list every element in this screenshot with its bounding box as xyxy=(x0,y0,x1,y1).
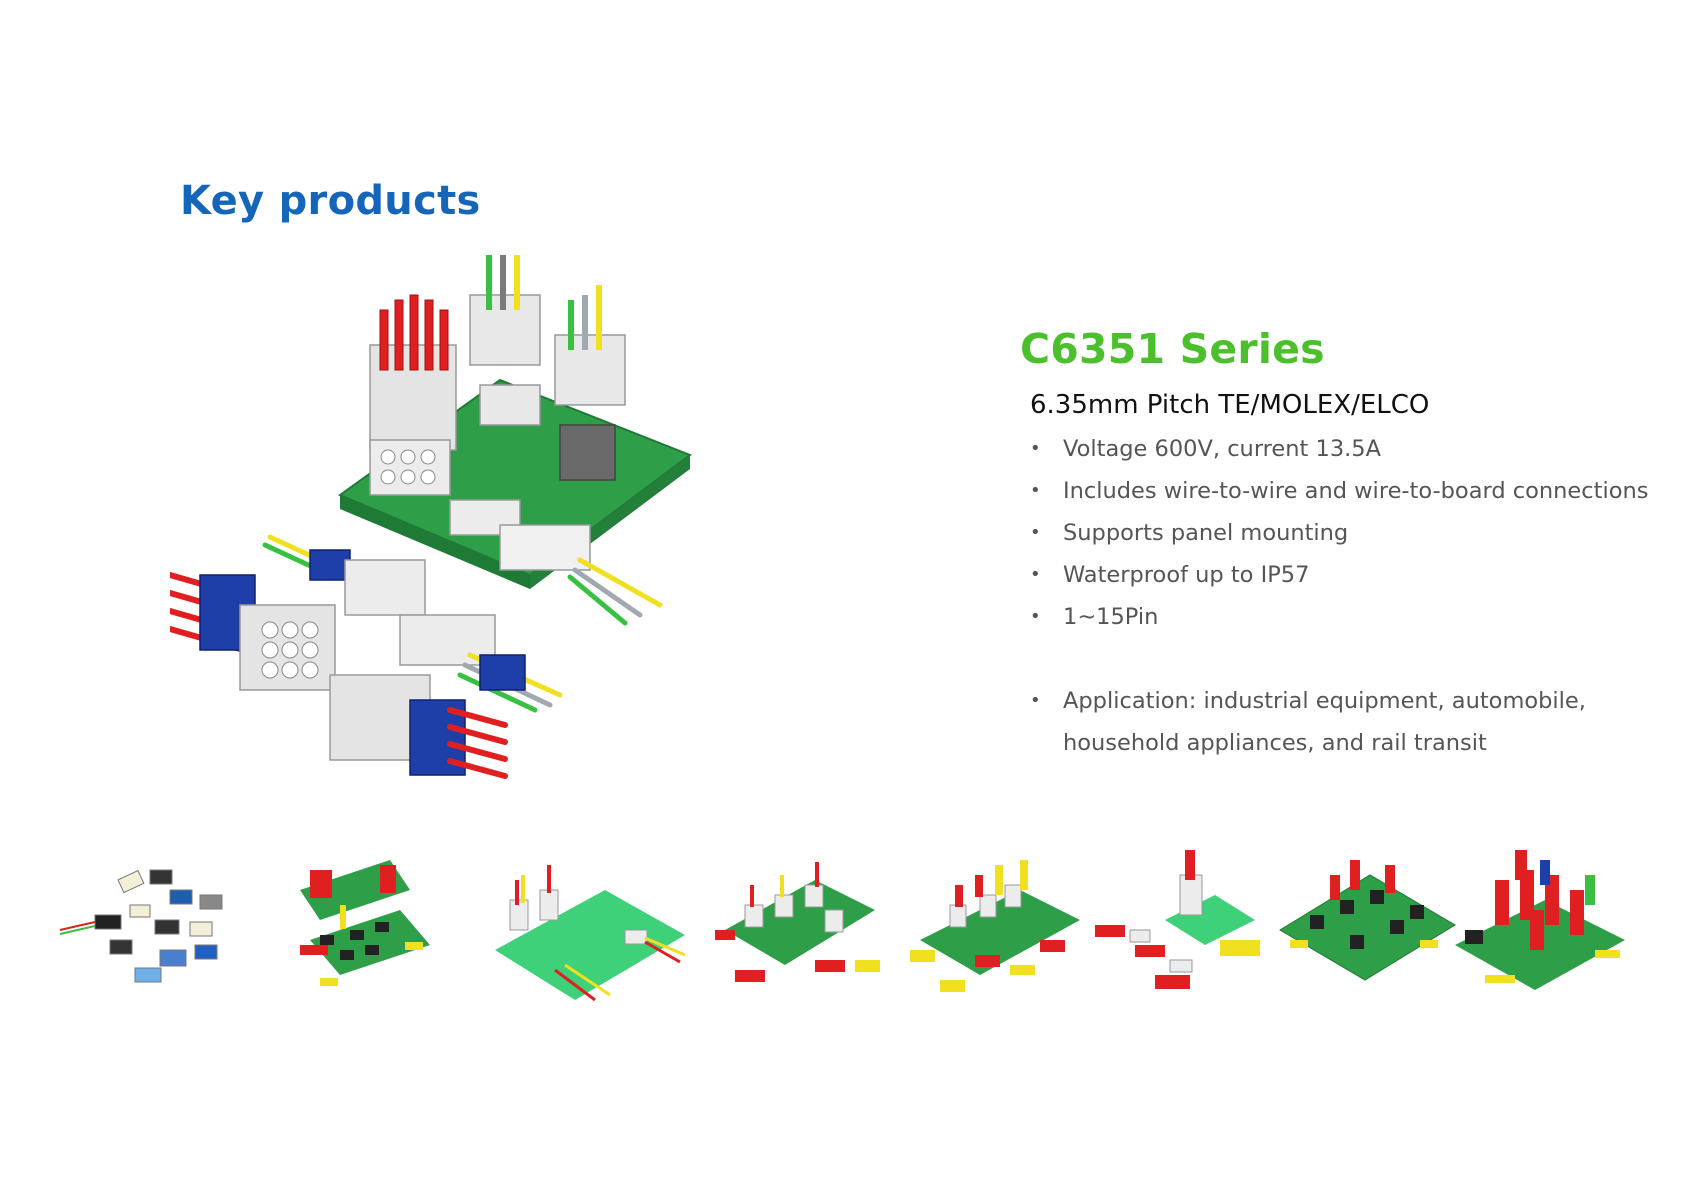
bullet-icon: • xyxy=(1030,564,1041,585)
bullet-icon: • xyxy=(1030,480,1041,501)
hero-connector-illustration xyxy=(170,255,693,779)
feature-item: •Waterproof up to IP57 xyxy=(1030,554,1660,596)
connector-family-thumbnail-1 xyxy=(59,869,223,983)
connector-family-thumbnail-6 xyxy=(1095,850,1260,989)
feature-item: •1~15Pin xyxy=(1030,596,1660,638)
connector-family-thumbnail-2 xyxy=(300,860,430,986)
series-title: C6351 Series xyxy=(1020,325,1325,373)
application-item: •Application: industrial equipment, auto… xyxy=(1030,680,1653,764)
feature-item: •Supports panel mounting xyxy=(1030,512,1660,554)
connector-family-thumbnail-7 xyxy=(1279,860,1456,981)
connector-family-thumbnail-8 xyxy=(1455,850,1625,990)
page-title: Key products xyxy=(180,178,481,224)
feature-item: •Includes wire-to-wire and wire-to-board… xyxy=(1030,470,1660,512)
feature-list: •Voltage 600V, current 13.5A •Includes w… xyxy=(1020,428,1660,764)
connector-family-thumbnail-4 xyxy=(715,862,880,982)
series-info-panel: C6351 Series 6.35mm Pitch TE/MOLEX/ELCO … xyxy=(1020,325,1660,764)
feature-item: •Voltage 600V, current 13.5A xyxy=(1030,428,1660,470)
bullet-icon: • xyxy=(1030,690,1041,711)
series-subtitle: 6.35mm Pitch TE/MOLEX/ELCO xyxy=(1030,390,1430,420)
bullet-icon: • xyxy=(1030,606,1041,627)
bullet-icon: • xyxy=(1030,522,1041,543)
bullet-icon: • xyxy=(1030,438,1041,459)
product-thumbnail-strip xyxy=(50,850,1650,1020)
connector-family-thumbnail-5 xyxy=(910,860,1080,992)
connector-family-thumbnail-3 xyxy=(495,865,685,1002)
